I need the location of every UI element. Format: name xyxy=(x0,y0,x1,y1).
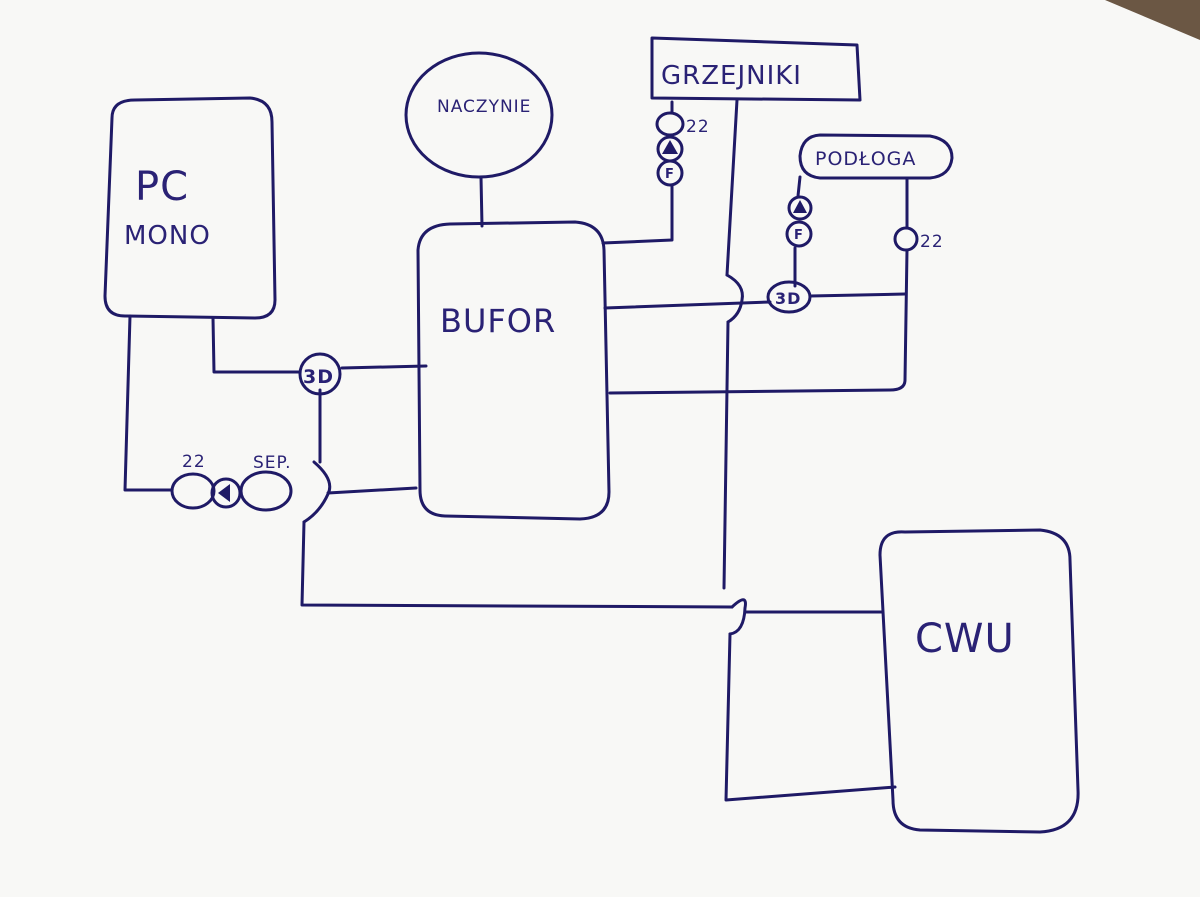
valve-3d-right-label: 3D xyxy=(775,289,801,308)
pc-mono-label: MONO xyxy=(124,221,211,251)
pump-icon xyxy=(793,200,807,213)
cwu-label: CWU xyxy=(915,616,1015,662)
grzejniki-22-label: 22 xyxy=(686,117,710,137)
pc-return-fittings: 22 SEP. xyxy=(170,452,293,512)
podloga-22-label: 22 xyxy=(920,232,944,252)
podloga-floor-heating: PODŁOGA xyxy=(798,133,954,180)
valve-3d-right: 3D xyxy=(766,280,812,314)
bufor-tank: BUFOR xyxy=(416,220,611,521)
grzejniki-filter-label: F xyxy=(665,167,675,182)
pc-22-label: 22 xyxy=(182,452,206,472)
grzejniki-label: GRZEJNIKI xyxy=(661,61,802,91)
separator-label: SEP. xyxy=(253,453,292,473)
pc-label: PC xyxy=(135,164,189,210)
bufor-label: BUFOR xyxy=(440,302,556,340)
pump-icon xyxy=(662,140,678,154)
cwu-hot-water-tank: CWU xyxy=(878,528,1080,834)
grzejniki-radiators: GRZEJNIKI xyxy=(650,36,862,102)
valve-3d-left-label: 3D xyxy=(303,366,334,388)
naczynie-expansion-vessel: NACZYNIE xyxy=(404,51,554,228)
pump-icon xyxy=(218,484,230,502)
podloga-label: PODŁOGA xyxy=(815,148,916,170)
grzejniki-fittings: 22 F xyxy=(655,111,710,187)
valve-3d-left: 3D xyxy=(298,352,342,396)
pc-mono-unit: PC MONO xyxy=(103,96,277,320)
pipework xyxy=(123,98,909,802)
podloga-fittings: F 22 xyxy=(785,195,944,252)
podloga-filter-label: F xyxy=(794,228,804,243)
naczynie-label: NACZYNIE xyxy=(437,97,531,117)
